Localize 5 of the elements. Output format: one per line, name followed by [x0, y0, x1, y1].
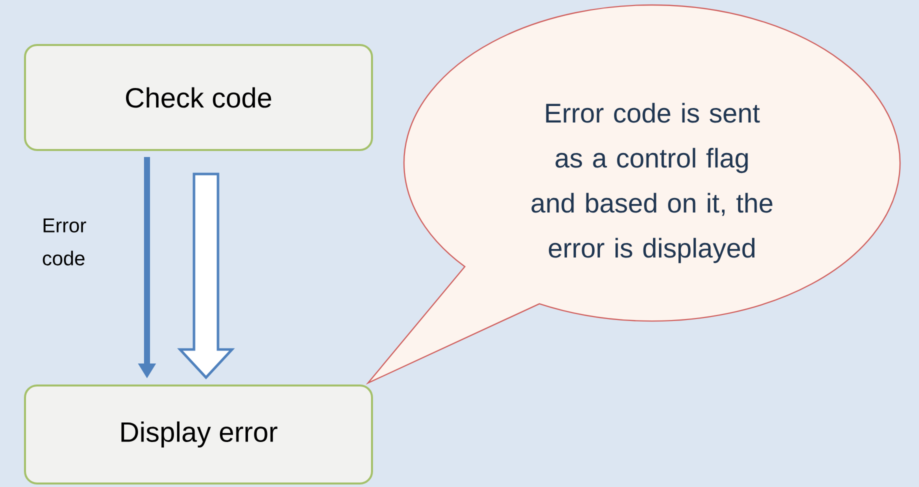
process-box: Check code: [24, 44, 373, 151]
process-box: Display error: [24, 384, 373, 484]
edge-label: Error code: [42, 218, 86, 266]
hollow-arrow: [177, 172, 235, 380]
speech-bubble: Error code is sent as a control flag and based on it, the error is displayed: [367, 4, 900, 384]
